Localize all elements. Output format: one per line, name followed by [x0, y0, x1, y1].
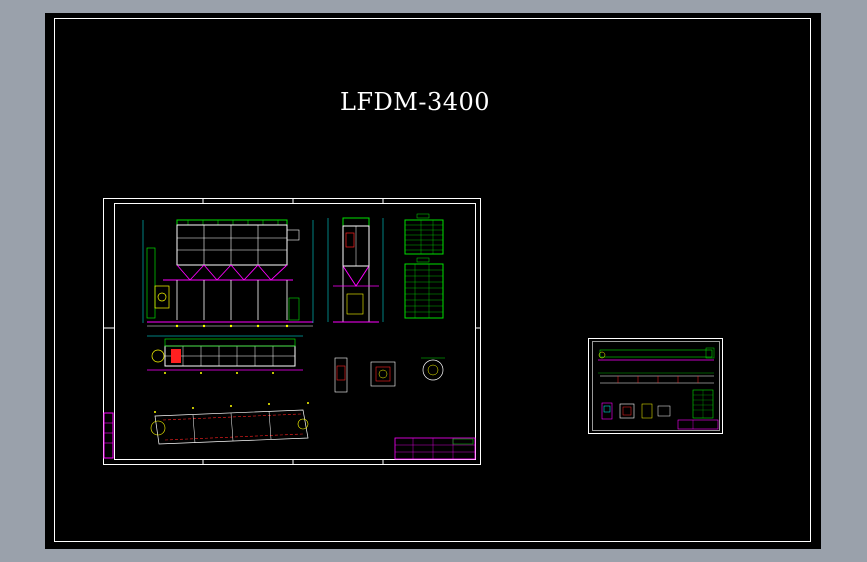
drawing-title: LFDM-3400: [339, 88, 491, 116]
secondary-sheet-graphics: [588, 338, 723, 434]
detail-views: [334, 357, 445, 393]
secondary-drawing-sheet[interactable]: [588, 338, 723, 434]
foundation-plan-view: [150, 402, 309, 445]
cad-viewport[interactable]: LFDM-3400: [45, 13, 821, 549]
front-elevation-view: [142, 219, 314, 328]
drawing-border: [54, 18, 811, 542]
side-elevation-view: [327, 217, 384, 323]
top-plan-view: [147, 335, 303, 374]
title-block: [394, 437, 476, 460]
parameter-tables: [404, 213, 444, 319]
main-drawing-sheet[interactable]: [103, 198, 481, 465]
main-sheet-graphics: [103, 198, 481, 465]
